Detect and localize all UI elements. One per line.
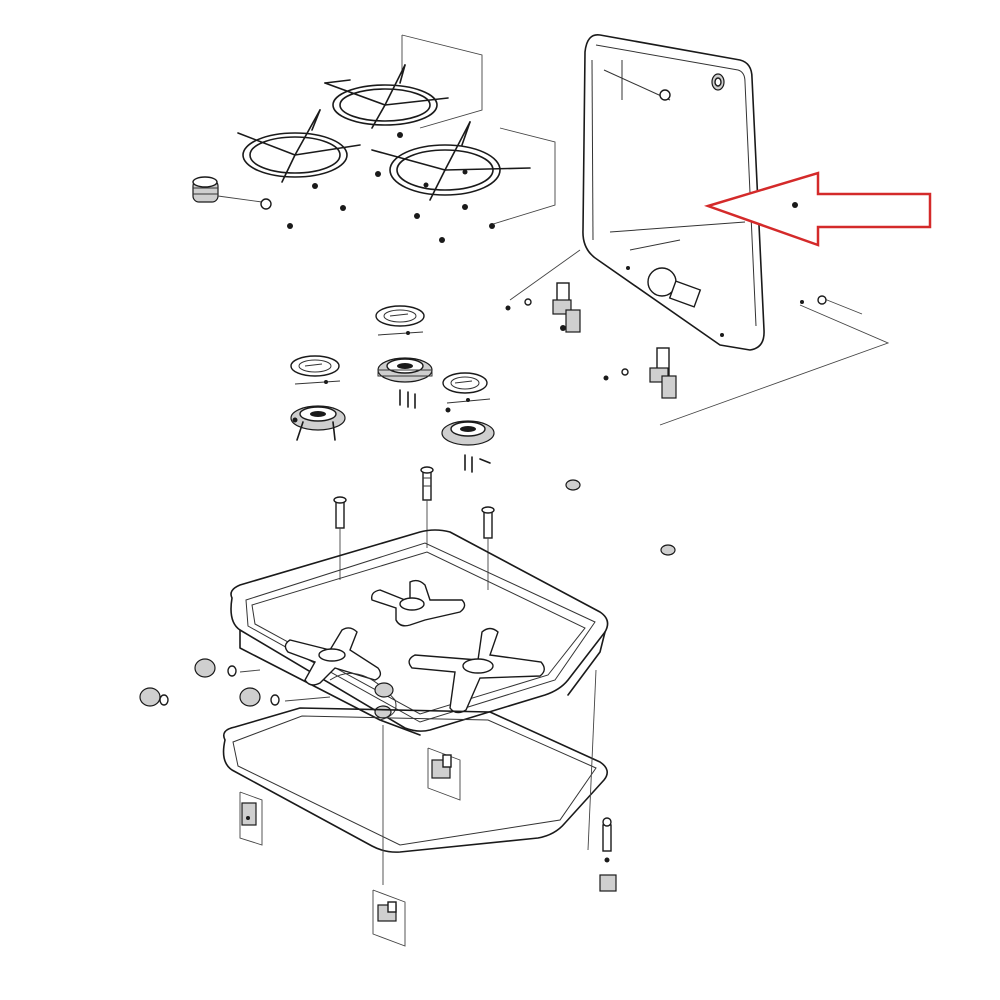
burner-cap-right: [442, 372, 491, 404]
burner-plate-rear: [370, 579, 466, 627]
burner-plate-right: [408, 627, 545, 714]
control-knob: [192, 176, 272, 210]
gas-valve-knobs: [139, 658, 331, 707]
pan-support-rear: [324, 64, 449, 129]
pan-support-left: [237, 109, 361, 183]
lid-hinge-right: [603, 295, 827, 399]
burner-cap-left: [290, 355, 341, 385]
lid-screw: [711, 73, 725, 91]
burner-plate-left: [284, 627, 382, 686]
burner-left: [290, 405, 346, 441]
red-arrow-indicator: [703, 171, 932, 247]
glass-lid: [582, 34, 778, 351]
hob-tray: [230, 529, 609, 736]
pan-support-right: [371, 121, 531, 201]
fixing-screws: [333, 466, 676, 590]
burner-right: [441, 407, 495, 473]
gasket-seal: [222, 707, 608, 853]
burner-center: [377, 357, 433, 409]
pan-support-group: [237, 34, 556, 243]
lid-hinge-left: [505, 282, 581, 333]
burner-cap-small-rear: [375, 305, 425, 336]
fixing-clips: [239, 669, 617, 947]
